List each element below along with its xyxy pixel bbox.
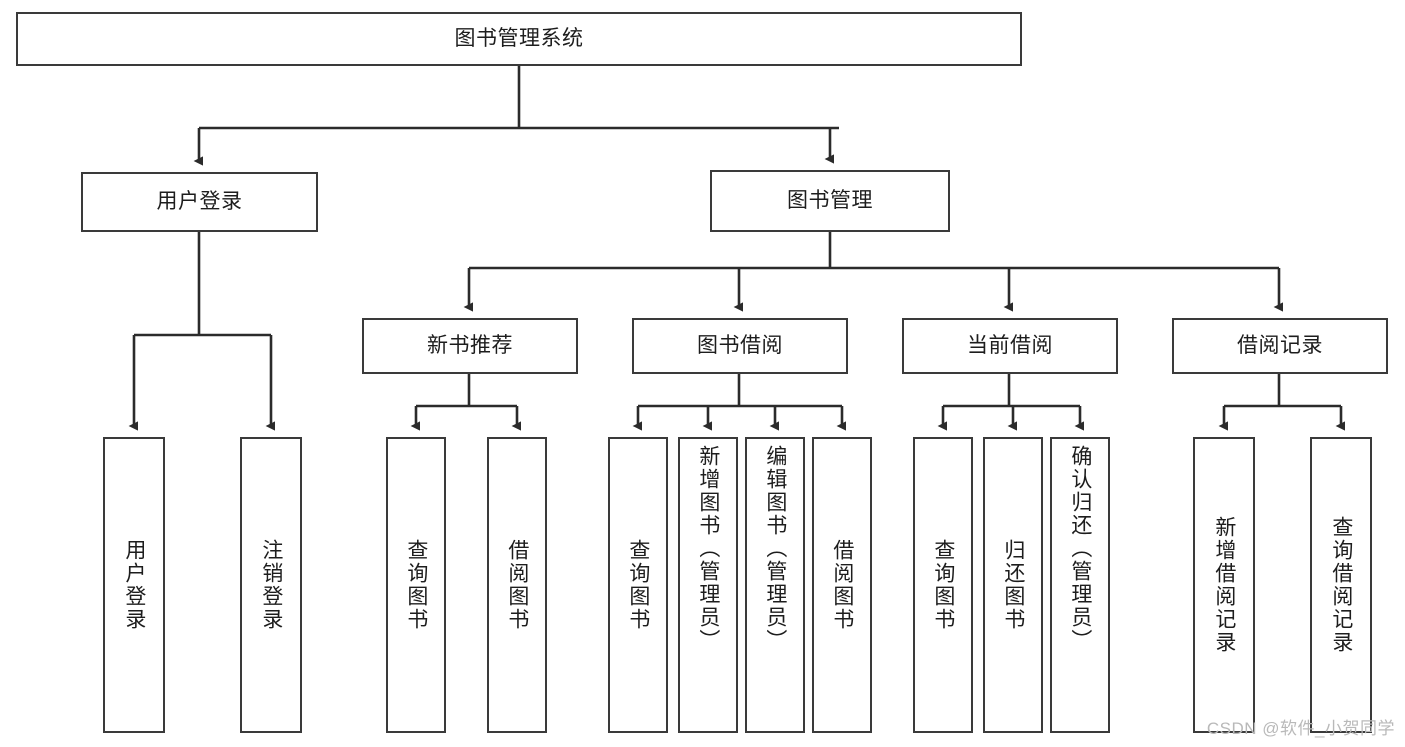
- node-root[interactable]: 图书管理系统: [16, 12, 1022, 66]
- node-user-login-label: 用户登录: [156, 189, 243, 213]
- leaf-new-book-1-label: 查询图书: [404, 539, 428, 631]
- leaf-book-borrow-1[interactable]: 查询图书: [608, 437, 668, 733]
- node-borrow-record[interactable]: 借阅记录: [1172, 318, 1388, 374]
- node-new-book-recommend-label: 新书推荐: [427, 333, 513, 357]
- leaf-book-borrow-4-label: 借阅图书: [830, 539, 854, 631]
- watermark: CSDN @软件_小贺同学: [1206, 719, 1395, 738]
- leaf-borrow-record-2-label: 查询借阅记录: [1329, 516, 1353, 654]
- leaf-new-book-2[interactable]: 借阅图书: [487, 437, 547, 733]
- leaf-user-login-2-label: 注销登录: [259, 539, 283, 631]
- node-book-borrow-label: 图书借阅: [697, 333, 783, 357]
- node-borrow-record-label: 借阅记录: [1237, 333, 1323, 357]
- node-current-borrow-label: 当前借阅: [967, 333, 1053, 357]
- node-book-manage[interactable]: 图书管理: [710, 170, 950, 232]
- node-book-borrow[interactable]: 图书借阅: [632, 318, 848, 374]
- leaf-current-borrow-1-label: 查询图书: [931, 539, 955, 631]
- leaf-user-login-1-label: 用户登录: [122, 539, 146, 631]
- leaf-user-login-1[interactable]: 用户登录: [103, 437, 165, 733]
- leaf-current-borrow-3-label: 确认归还（管理员）: [1068, 445, 1092, 652]
- leaf-new-book-1[interactable]: 查询图书: [386, 437, 446, 733]
- node-user-login[interactable]: 用户登录: [81, 172, 318, 232]
- leaf-book-borrow-2[interactable]: 新增图书（管理员）: [678, 437, 738, 733]
- leaf-current-borrow-1[interactable]: 查询图书: [913, 437, 973, 733]
- leaf-borrow-record-1-label: 新增借阅记录: [1212, 516, 1236, 654]
- leaf-book-borrow-2-label: 新增图书（管理员）: [696, 445, 720, 652]
- leaf-borrow-record-2[interactable]: 查询借阅记录: [1310, 437, 1372, 733]
- leaf-book-borrow-4[interactable]: 借阅图书: [812, 437, 872, 733]
- node-current-borrow[interactable]: 当前借阅: [902, 318, 1118, 374]
- node-root-label: 图书管理系统: [454, 26, 584, 50]
- leaf-current-borrow-3[interactable]: 确认归还（管理员）: [1050, 437, 1110, 733]
- leaf-new-book-2-label: 借阅图书: [505, 539, 529, 631]
- leaf-book-borrow-3-label: 编辑图书（管理员）: [763, 445, 787, 652]
- leaf-borrow-record-1[interactable]: 新增借阅记录: [1193, 437, 1255, 733]
- leaf-book-borrow-3[interactable]: 编辑图书（管理员）: [745, 437, 805, 733]
- leaf-current-borrow-2-label: 归还图书: [1001, 539, 1025, 631]
- node-new-book-recommend[interactable]: 新书推荐: [362, 318, 578, 374]
- leaf-user-login-2[interactable]: 注销登录: [240, 437, 302, 733]
- node-book-manage-label: 图书管理: [787, 188, 873, 212]
- leaf-book-borrow-1-label: 查询图书: [626, 539, 650, 631]
- leaf-current-borrow-2[interactable]: 归还图书: [983, 437, 1043, 733]
